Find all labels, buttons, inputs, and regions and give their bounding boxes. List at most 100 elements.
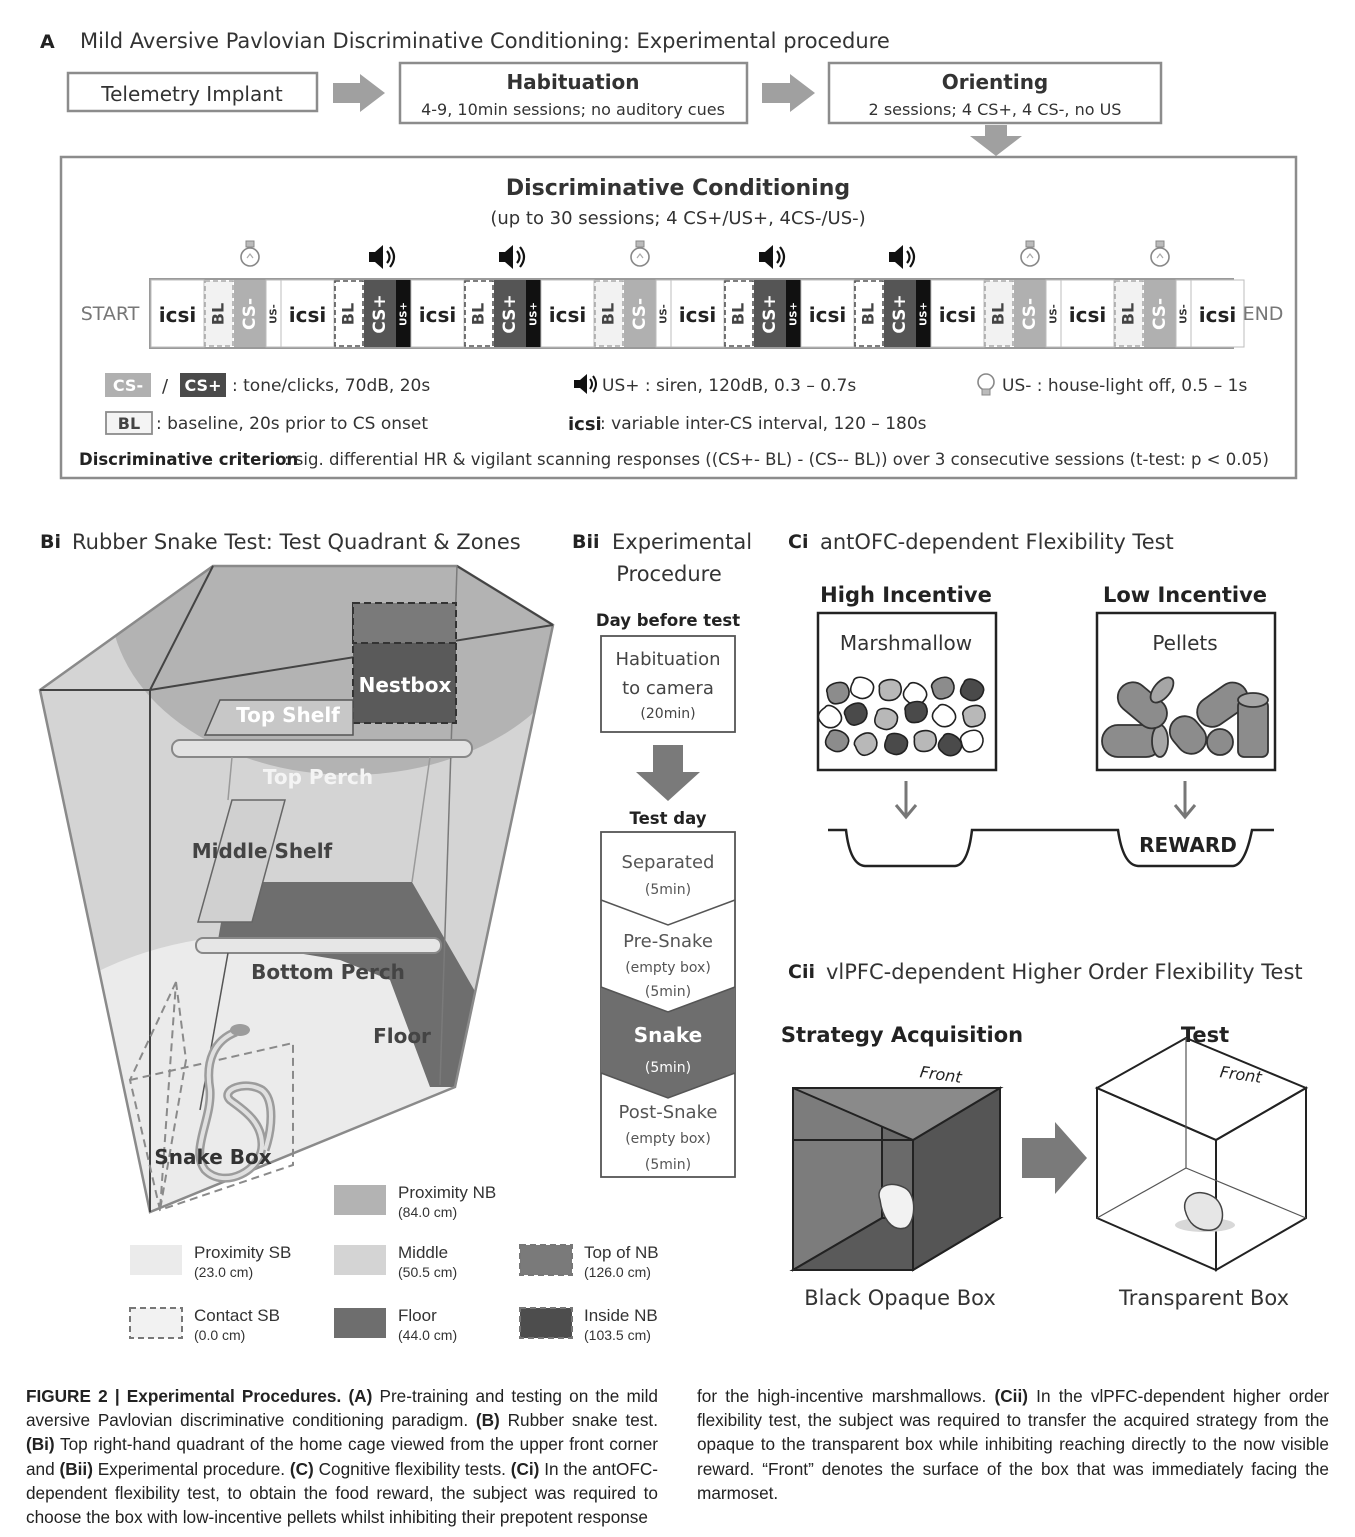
caption-bi-text: Top right-hand quadrant of the home cage… — [26, 1434, 658, 1479]
habituation-sub: 4-9, 10min sessions; no auditory cues — [421, 100, 725, 119]
panel-ci-letter: Ci — [788, 531, 808, 553]
arrow-down — [970, 125, 1022, 156]
step-pre-snake-dur: (5min) — [645, 984, 691, 1000]
icsi-segment — [800, 279, 855, 348]
cs-minus-label: CS- — [1020, 298, 1040, 330]
caption-bii-text: Experimental procedure. — [92, 1458, 290, 1479]
cs-minus-label: CS- — [630, 298, 650, 330]
marshmallow — [878, 678, 902, 702]
legend-bl-swatch — [105, 411, 153, 435]
legend-zone-name: Contact SB — [194, 1306, 280, 1325]
end-label: END — [1243, 303, 1284, 325]
cs-minus-label: CS- — [1150, 298, 1170, 330]
hab-camera-dur: (20min) — [640, 706, 695, 722]
top-shelf-label: Top Shelf — [236, 703, 340, 727]
legend-cs-plus-swatch — [180, 373, 226, 397]
legend-zone-dist: (0.0 cm) — [194, 1327, 245, 1343]
cs-minus-label: CS- — [240, 298, 260, 330]
icsi-label: icsi — [679, 303, 716, 327]
marshmallow — [824, 729, 850, 753]
step-divider-1 — [600, 899, 736, 926]
us-minus-label: US- — [1179, 304, 1190, 323]
icsi-segment — [1060, 279, 1115, 348]
legend-swatch — [334, 1185, 386, 1215]
legend-cs-sep: / — [162, 376, 169, 397]
panel-a: A Mild Aversive Pavlovian Discriminative… — [40, 29, 1298, 480]
legend-cs-desc: : tone/clicks, 70dB, 20s — [232, 376, 430, 396]
cs-plus-label: CS+ — [890, 294, 910, 333]
us-plus-segment — [396, 280, 411, 347]
cs-plus-segment — [364, 280, 396, 347]
legend-bl: BL — [118, 414, 140, 433]
arrow-to-well-2 — [1173, 781, 1197, 820]
legend-zone-name: Top of NB — [584, 1243, 659, 1262]
caption-ci-text: In the antOFC-dependent flexibility test… — [26, 1458, 659, 1528]
legend-zone-dist: (50.5 cm) — [398, 1264, 457, 1280]
marshmallow-pile — [817, 676, 986, 757]
us-plus-segment — [526, 280, 541, 347]
snake-head — [230, 1024, 250, 1036]
legend-zone-dist: (44.0 cm) — [398, 1327, 457, 1343]
us-plus-label: US+ — [789, 302, 800, 326]
icsi-label: icsi — [289, 303, 326, 327]
pellet-pile — [1101, 676, 1269, 758]
test-label: Test — [1181, 1023, 1229, 1047]
legend-swatch — [334, 1308, 386, 1338]
bl-segment — [334, 280, 364, 347]
legend-zone-dist: (126.0 cm) — [584, 1264, 651, 1280]
orienting-title: Orienting — [942, 70, 1049, 94]
nestbox-top — [352, 602, 457, 644]
middle-shelf-label: Middle Shelf — [192, 839, 333, 863]
bulb-icon — [1020, 240, 1040, 267]
front-label-2: Front — [1219, 1062, 1264, 1087]
cs-plus-label: CS+ — [760, 294, 780, 333]
icsi-segment — [1190, 279, 1245, 348]
conditioning-sub: (up to 30 sessions; 4 CS+/US+, 4CS-/US-) — [490, 208, 865, 229]
marshmallow — [959, 678, 985, 702]
caption-ci-text-cont: for the high-incentive marshmallows. — [697, 1386, 995, 1406]
panel-bii-title-2: Procedure — [616, 562, 722, 586]
marshmallow — [959, 729, 984, 753]
speaker-icon — [369, 245, 396, 269]
legend-swatch — [334, 1245, 386, 1275]
cs-minus-segment — [234, 280, 266, 347]
nestbox-label: Nestbox — [359, 673, 452, 697]
marshmallow — [937, 732, 963, 757]
bl-label: BL — [209, 303, 228, 325]
marshmallow — [817, 704, 843, 729]
step-post-snake-dur: (5min) — [645, 1157, 691, 1173]
snake-highlight — [197, 1030, 273, 1181]
step-separated: Separated — [622, 852, 715, 873]
arrow-to-well-1 — [894, 781, 918, 820]
legend-swatch — [519, 1307, 573, 1339]
legend-swatch — [129, 1307, 183, 1339]
bl-segment — [594, 280, 624, 347]
icsi-segment — [150, 279, 205, 348]
caption-bi: (Bi) — [26, 1434, 55, 1455]
bottom-perch-shape — [195, 937, 442, 954]
legend-swatch — [519, 1244, 573, 1276]
marshmallow — [849, 676, 875, 700]
marshmallow — [930, 676, 955, 700]
marshmallow — [843, 702, 868, 726]
timeline-icons — [240, 240, 1170, 269]
caption-left: FIGURE 2 | Experimental Procedures. (A) … — [26, 1384, 658, 1529]
day-before-label: Day before test — [596, 611, 740, 630]
cs-minus-segment — [1144, 280, 1176, 347]
step-snake-dur: (5min) — [645, 1060, 691, 1076]
icsi-label: icsi — [549, 303, 586, 327]
habituation-title: Habituation — [506, 70, 639, 94]
us-minus-label: US- — [269, 304, 280, 323]
bl-label: BL — [1119, 303, 1138, 325]
reward-tray — [828, 828, 1274, 868]
marshmallow — [874, 707, 899, 731]
reward-label: REWARD — [1139, 833, 1237, 857]
caption-bii: (Bii) — [59, 1458, 93, 1479]
marshmallow — [931, 703, 957, 728]
step-divider-2 — [600, 986, 736, 1013]
legend-us-minus-desc: US- : house-light off, 0.5 – 1s — [1002, 376, 1247, 396]
bl-label: BL — [469, 303, 488, 325]
test-day-label: Test day — [630, 809, 707, 828]
orienting-sub: 2 sessions; 4 CS+, 4 CS-, no US — [869, 100, 1122, 119]
